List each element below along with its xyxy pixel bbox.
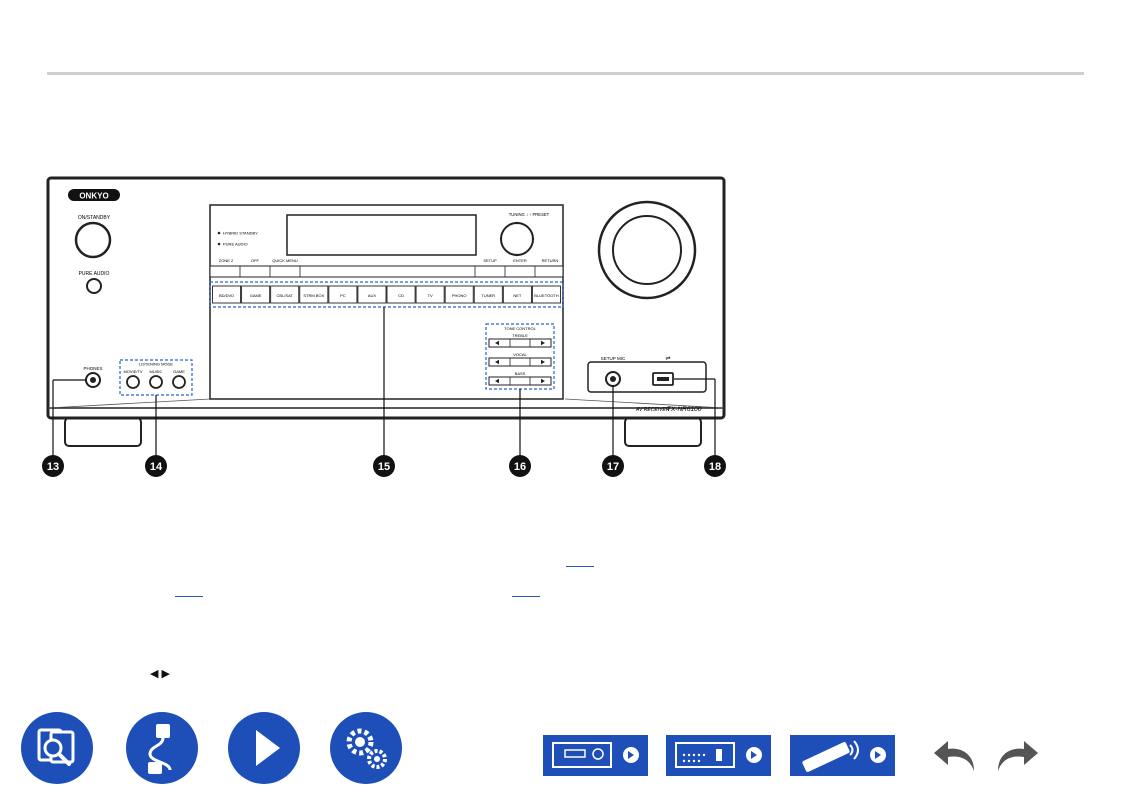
setup-mic-label: SETUP MIC xyxy=(601,356,626,361)
tone-group-label: TREBLE xyxy=(512,333,528,338)
input-button-tuner[interactable] xyxy=(473,285,503,304)
callout-number: 13 xyxy=(47,461,59,473)
tone-adjust-buttons[interactable] xyxy=(488,338,552,348)
input-button-game[interactable] xyxy=(241,285,271,304)
callout-number: 17 xyxy=(607,461,619,473)
input-button-bluetooth[interactable] xyxy=(531,285,561,304)
callout-16 xyxy=(509,455,531,477)
tone-adjust-buttons[interactable] xyxy=(488,376,552,386)
quick-menu-label: QUICK MENU xyxy=(272,258,298,263)
input-button-label: BD/DVD xyxy=(219,293,234,298)
page-link-underline[interactable] xyxy=(566,566,594,567)
input-button-cd[interactable] xyxy=(386,285,416,304)
zone2-label: ZONE 2 xyxy=(219,258,234,263)
game-button[interactable] xyxy=(172,375,186,389)
connection-cable-icon[interactable] xyxy=(126,712,198,784)
back-arrow-icon[interactable] xyxy=(930,735,980,780)
display-window xyxy=(286,214,477,256)
input-button-label: AUX xyxy=(368,293,377,298)
header-divider xyxy=(47,72,1084,75)
rear-panel-icon[interactable] xyxy=(666,735,771,776)
callout-13 xyxy=(42,455,64,477)
input-button-label: PHONO xyxy=(452,293,467,298)
input-button-phono[interactable] xyxy=(444,285,474,304)
manual-search-icon[interactable] xyxy=(21,712,93,784)
page-link-underline[interactable] xyxy=(175,596,203,597)
receiver-front-panel: ONKYO ON/STANDBY PURE AUDIO PHONES LISTE… xyxy=(42,176,726,477)
usb-icon: ⇌ xyxy=(665,355,670,362)
tuning-preset-dial[interactable] xyxy=(500,222,534,256)
callout-number: 16 xyxy=(514,461,526,473)
return-label: RETURN xyxy=(542,258,559,263)
pure-audio-button[interactable] xyxy=(86,278,102,294)
music-button[interactable] xyxy=(149,375,163,389)
phones-label: PHONES xyxy=(83,366,102,371)
forward-arrow-icon[interactable] xyxy=(992,735,1042,780)
input-selector-highlight xyxy=(209,281,564,308)
input-button-label: CD xyxy=(398,293,404,298)
enter-label: ENTER xyxy=(513,258,527,263)
remote-control-icon[interactable] xyxy=(790,735,895,776)
music-label: MUSIC xyxy=(150,369,163,374)
callout-17 xyxy=(602,455,624,477)
input-button-tv[interactable] xyxy=(415,285,445,304)
movie-tv-button[interactable] xyxy=(126,375,140,389)
tone-group-label: VOCAL xyxy=(513,352,527,357)
input-button-label: STRM BOX xyxy=(303,293,324,298)
tone-adjust-buttons[interactable] xyxy=(488,357,552,367)
input-selector-row: BD/DVD GAME CBL/SAT STRM BOX PC AUX CD TV PHONO T… xyxy=(212,285,561,304)
tuning-preset-label: TUNING ↓ ↑ PRESET xyxy=(509,212,550,217)
movie-tv-label: MOVIE/TV xyxy=(123,369,142,374)
input-button-strm-box[interactable] xyxy=(299,285,329,304)
power-button[interactable] xyxy=(74,221,112,259)
input-button-label: CBL/SAT xyxy=(277,293,294,298)
model-number: TX-NR6100 xyxy=(667,406,702,413)
input-button-cbl-sat[interactable] xyxy=(270,285,300,304)
input-button-label: BLUETOOTH xyxy=(534,293,558,298)
setup-label: SETUP xyxy=(483,258,497,263)
playback-icon[interactable] xyxy=(228,712,300,784)
tone-arrows-text: ◀ ▶ xyxy=(150,668,170,680)
callout-18 xyxy=(704,455,726,477)
callout-14 xyxy=(145,455,167,477)
brand-logo: ONKYO xyxy=(79,192,108,201)
input-button-bd-dvd[interactable] xyxy=(212,285,242,304)
front-panel-icon[interactable] xyxy=(543,735,648,776)
input-button-label: NET xyxy=(513,293,522,298)
callout-number: 15 xyxy=(378,461,390,473)
callout-number: 14 xyxy=(150,461,163,473)
model-text: AV RECEIVER xyxy=(635,407,670,413)
on-standby-label: ON/STANDBY xyxy=(78,215,111,221)
callout-number: 18 xyxy=(709,461,721,473)
input-button-pc[interactable] xyxy=(328,285,358,304)
input-button-label: GAME xyxy=(250,293,262,298)
tone-group-label: BASS xyxy=(515,371,526,376)
off-label: OFF xyxy=(251,258,260,263)
settings-gears-icon[interactable] xyxy=(330,712,402,784)
callout-15 xyxy=(373,455,395,477)
input-button-label: TUNER xyxy=(481,293,495,298)
hybrid-standby-indicator: HYBRID STANDBY xyxy=(223,231,258,236)
tone-control-label: TONE CONTROL xyxy=(504,326,536,331)
input-button-label: TV xyxy=(428,293,433,298)
game-label: GAME xyxy=(173,369,185,374)
page-link-underline[interactable] xyxy=(512,596,540,597)
input-button-label: PC xyxy=(340,293,346,298)
input-button-net[interactable] xyxy=(502,285,532,304)
pure-audio-label: PURE AUDIO xyxy=(79,271,110,277)
input-button-aux[interactable] xyxy=(357,285,387,304)
listening-mode-label: LISTENING MODE xyxy=(139,362,174,367)
pure-audio-indicator: PURE AUDIO xyxy=(223,242,248,247)
